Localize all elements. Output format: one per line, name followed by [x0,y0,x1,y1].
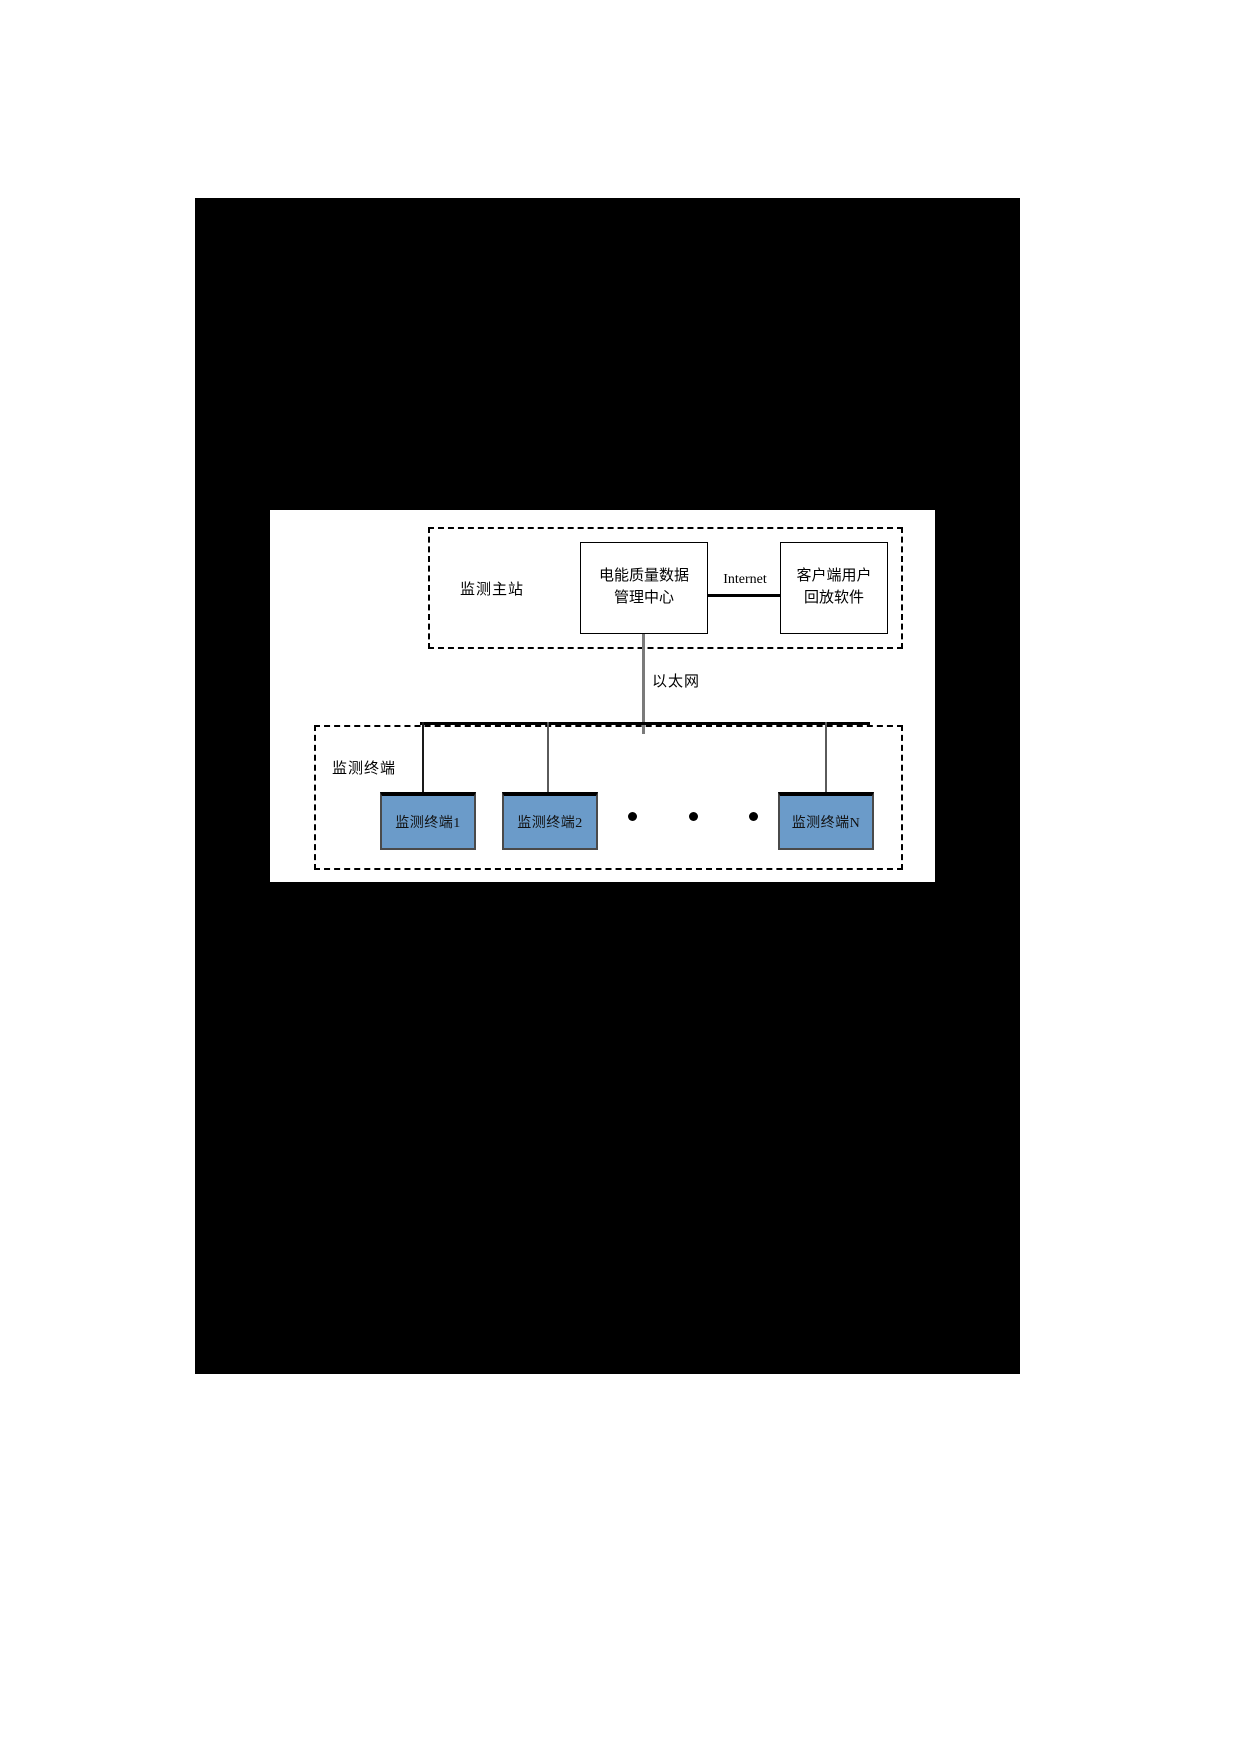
data-center-box-line1: 电能质量数据 [598,568,689,585]
terminal-group [314,725,903,870]
client-playback-box[interactable]: 客户端用户 回放软件 [780,542,888,634]
internet-link-line [708,594,780,597]
terminal-box-n[interactable]: 监测终端N [778,792,874,850]
terminal-box-1[interactable]: 监测终端1 [380,792,476,850]
ellipsis-dots [628,812,758,821]
client-playback-box-line2: 回放软件 [803,590,864,606]
ethernet-bus-line [420,722,870,725]
figure-panel: 监测主站 电能质量数据 管理中心 Internet 客户端用户 回放软件 以太网… [270,510,935,882]
terminal-box-2[interactable]: 监测终端2 [502,792,598,850]
ethernet-trunk-line [642,634,645,734]
ellipsis-dot [749,812,758,821]
data-center-box[interactable]: 电能质量数据 管理中心 [580,542,708,634]
terminal-drop-line-2 [547,722,549,794]
terminal-drop-line-n [825,722,827,794]
terminal-group-label: 监测终端 [332,761,397,777]
ethernet-label: 以太网 [652,674,701,690]
master-station-group [428,527,903,649]
client-playback-box-line1: 客户端用户 [796,568,872,585]
terminal-drop-line-1 [422,722,424,794]
data-center-box-line2: 管理中心 [613,590,674,606]
internet-link-label: Internet [710,572,780,588]
ellipsis-dot [688,812,698,821]
ellipsis-dot [628,812,637,821]
master-station-group-label: 监测主站 [460,582,525,598]
